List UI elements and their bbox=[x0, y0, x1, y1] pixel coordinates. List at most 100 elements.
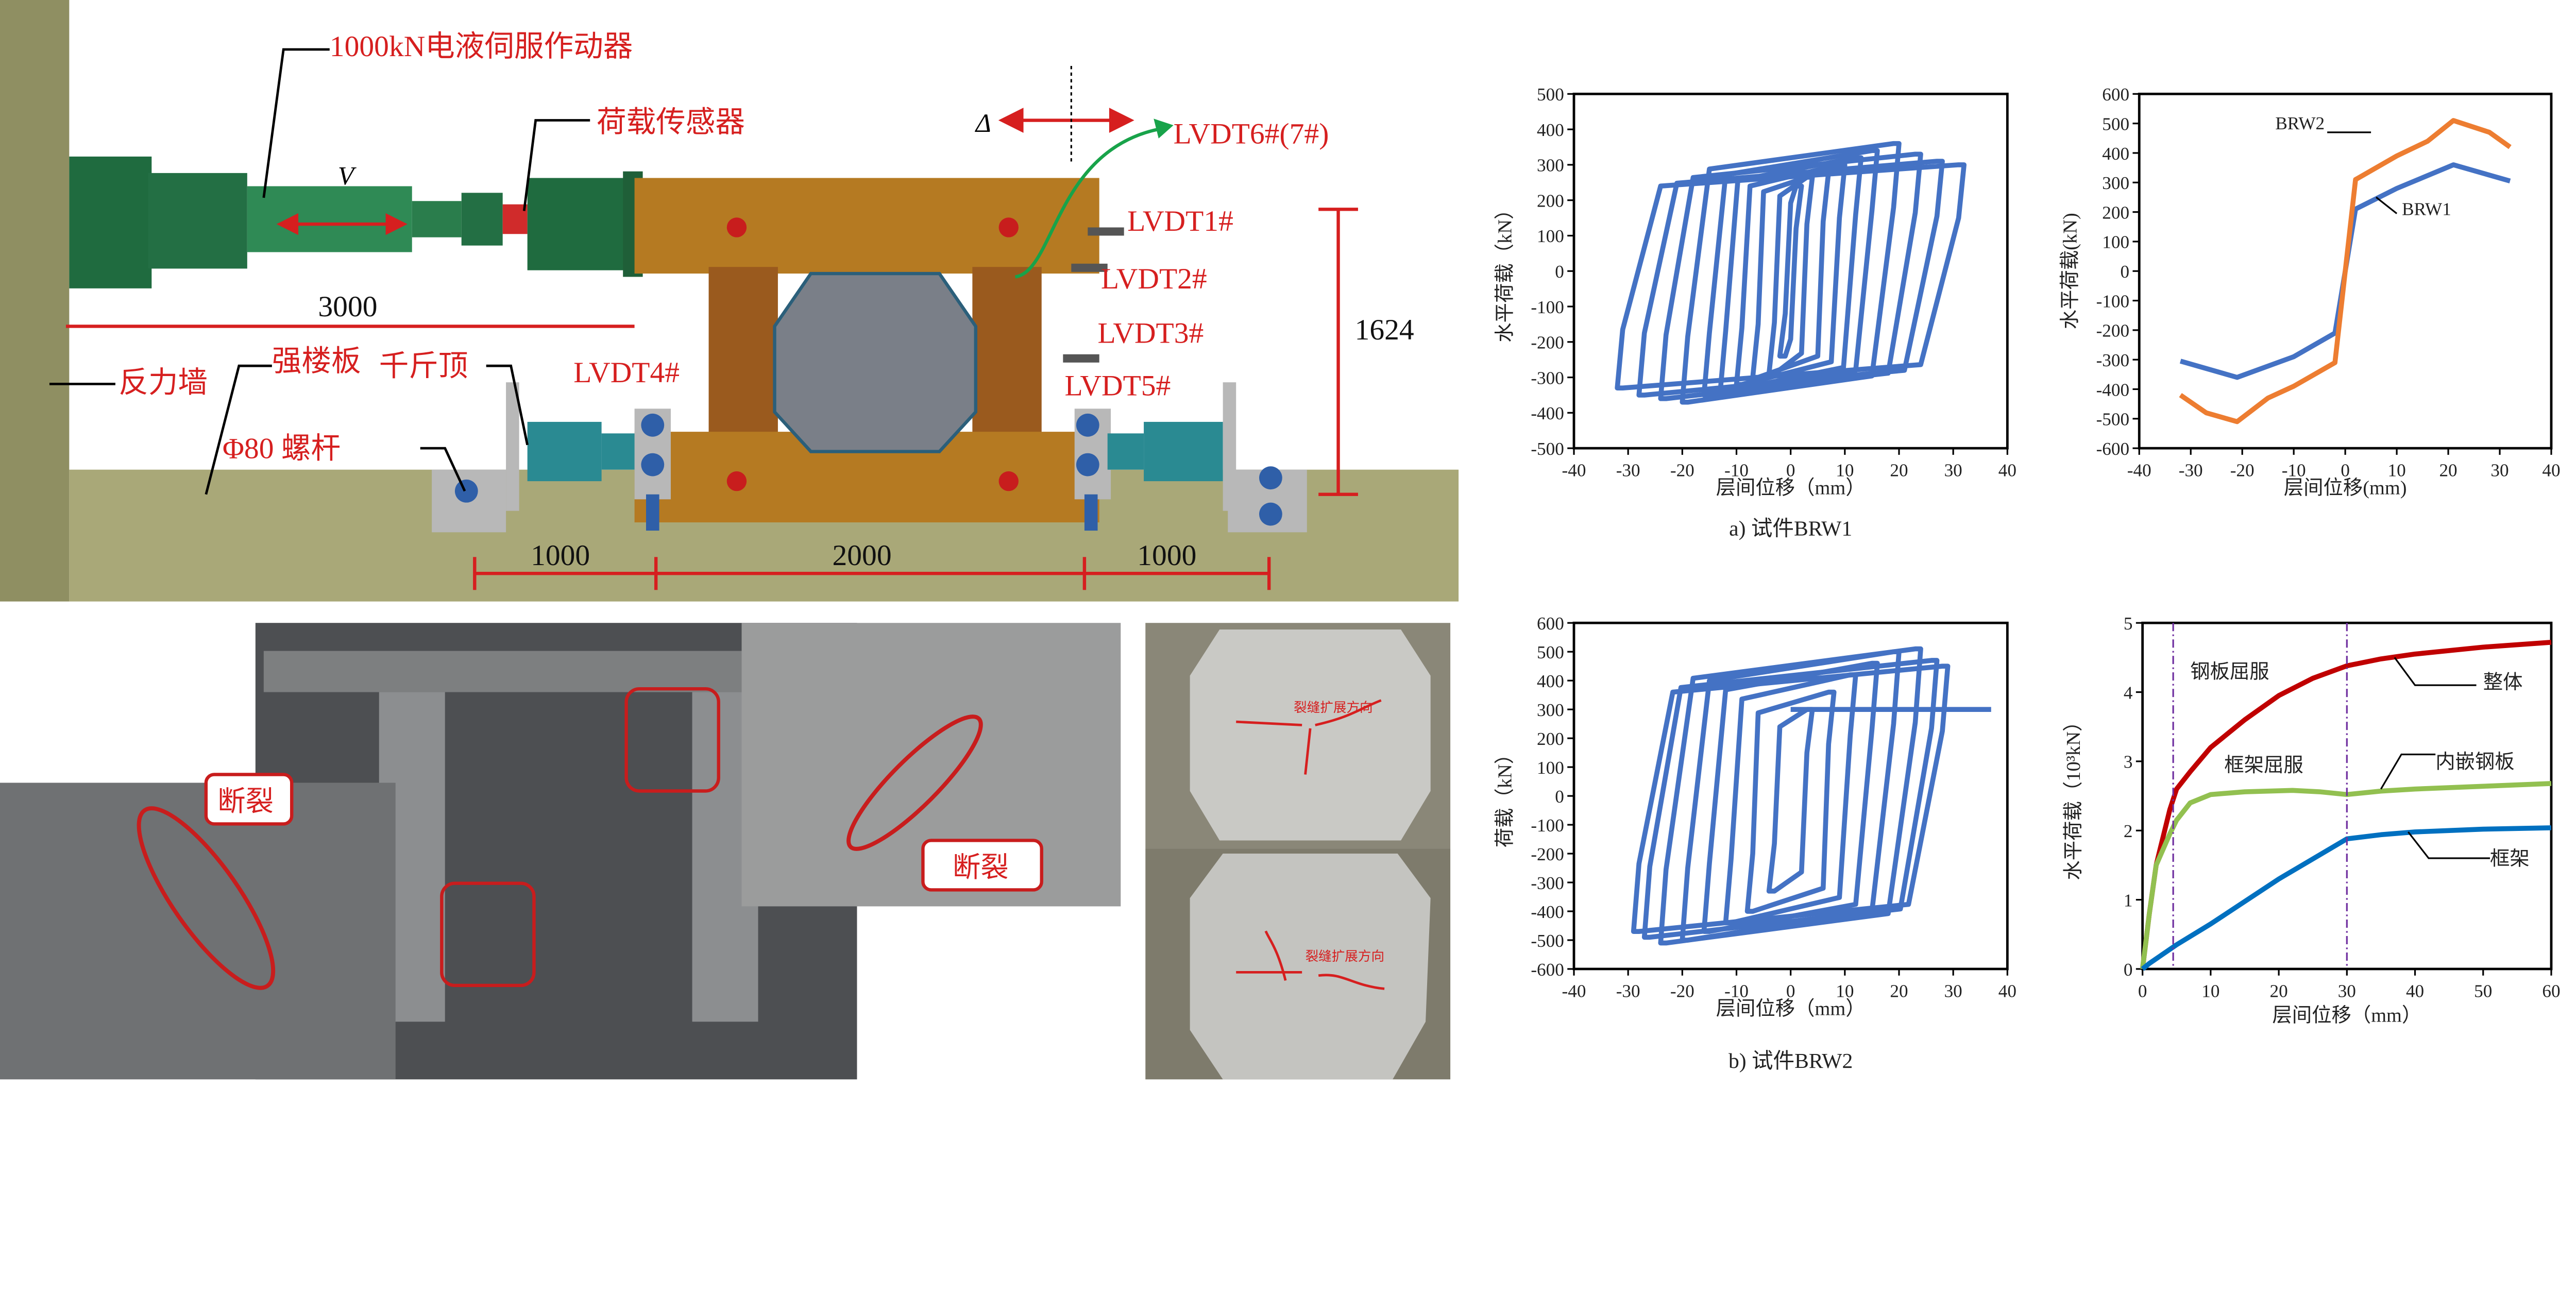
x-tick-label: 0 bbox=[2138, 981, 2147, 1001]
hysteresis-loop bbox=[1658, 646, 1923, 946]
lvdt1-sensor bbox=[1088, 227, 1124, 236]
y-tick-label: 500 bbox=[2102, 114, 2129, 134]
x-tick-label: -30 bbox=[1616, 981, 1640, 1001]
x-tick-label: 30 bbox=[2490, 460, 2509, 480]
y-tick-label: 600 bbox=[1537, 614, 1564, 634]
x-axis-label: 层间位移（mm） bbox=[1716, 477, 1866, 499]
x-tick-label: 10 bbox=[1836, 460, 1854, 480]
y-tick-label: -100 bbox=[2096, 291, 2129, 311]
x-tick-label: -10 bbox=[1724, 460, 1749, 480]
x-tick-label: 20 bbox=[2439, 460, 2457, 480]
series-line-0 bbox=[2140, 640, 2552, 969]
hysteresis-loop bbox=[1744, 689, 1837, 914]
lvdt2-label: LVDT2# bbox=[1101, 263, 1207, 295]
y-tick-label: 100 bbox=[1537, 758, 1564, 778]
x-tick-label: -30 bbox=[1616, 460, 1640, 480]
figure: 1000kN电液伺服作动器 荷载传感器 LVDT6#(7#) LVDT1# LV… bbox=[0, 0, 2561, 1080]
x-tick-label: 20 bbox=[2270, 981, 2288, 1001]
legend-label-brw2: BRW2 bbox=[2275, 113, 2325, 133]
crack-direction-label-2: 裂缝扩展方向 bbox=[1306, 949, 1384, 964]
y-tick-label: 600 bbox=[2102, 84, 2129, 105]
y-tick-label: 300 bbox=[1537, 700, 1564, 720]
strong-floor-label: 强楼板 bbox=[272, 345, 361, 378]
y-tick-label: -200 bbox=[2096, 321, 2129, 341]
y-tick-label: 5 bbox=[2124, 614, 2133, 634]
y-tick-label: 300 bbox=[1537, 156, 1564, 176]
x-tick-label: 0 bbox=[1786, 460, 1795, 480]
y-tick-label: -400 bbox=[1531, 902, 1564, 922]
legend-label-total: 整体 bbox=[2483, 672, 2523, 693]
x-tick-label: -20 bbox=[1670, 460, 1694, 480]
legend-leader bbox=[2408, 831, 2490, 859]
force-symbol: V bbox=[338, 161, 357, 191]
y-tick-label: 300 bbox=[2102, 173, 2129, 193]
legend-leader bbox=[2376, 196, 2398, 214]
hysteresis-loop bbox=[1631, 663, 1951, 934]
fracture-highlight-2 bbox=[846, 714, 983, 851]
legend-label-frame: 框架 bbox=[2490, 847, 2530, 870]
x-tick-label: 40 bbox=[1998, 981, 2016, 1001]
hysteresis-loop bbox=[1766, 707, 1815, 894]
y-tick-label: 400 bbox=[2102, 144, 2129, 164]
legend-label-brw1: BRW1 bbox=[2402, 199, 2451, 219]
x-tick-label: -10 bbox=[1724, 981, 1749, 1001]
x-tick-label: -10 bbox=[2282, 460, 2306, 480]
hysteresis-loop bbox=[1658, 151, 1923, 401]
series-line-1 bbox=[2140, 781, 2552, 969]
y-tick-label: -300 bbox=[1531, 368, 1564, 388]
y-tick-label: 1 bbox=[2124, 890, 2133, 910]
lvdt5-sensor bbox=[1063, 354, 1099, 363]
photo-corner-left bbox=[0, 782, 396, 1080]
x-tick-label: 0 bbox=[1786, 981, 1795, 1001]
infill-steel-plate bbox=[773, 271, 977, 453]
y-tick-label: 0 bbox=[1555, 787, 1564, 807]
x-tick-label: 60 bbox=[2542, 981, 2560, 1001]
actuator-label: 1000kN电液伺服作动器 bbox=[330, 30, 633, 63]
dim-left-label: 1000 bbox=[531, 539, 590, 572]
concrete-panel-photos: 裂缝扩展方向 裂缝扩展方向 bbox=[1145, 623, 1451, 1080]
x-tick-label: 10 bbox=[1836, 981, 1854, 1001]
y-tick-label: -200 bbox=[1531, 844, 1564, 864]
y-tick-label: -600 bbox=[1531, 960, 1564, 980]
y-tick-label: 500 bbox=[1537, 84, 1564, 105]
y-tick-label: -100 bbox=[1531, 815, 1564, 836]
y-tick-label: 0 bbox=[2124, 960, 2133, 980]
hysteresis-loop bbox=[1615, 162, 1967, 390]
x-tick-label: 20 bbox=[1890, 460, 1908, 480]
lvdt4-label: LVDT4# bbox=[573, 356, 680, 389]
x-tick-label: 40 bbox=[1998, 460, 2016, 480]
x-tick-label: 30 bbox=[1944, 981, 1962, 1001]
y-tick-label: -400 bbox=[1531, 403, 1564, 423]
dim-mid-label: 2000 bbox=[832, 539, 891, 572]
y-tick-label: 200 bbox=[2102, 202, 2129, 223]
annotation-plate-yield: 钢板屈服 bbox=[2190, 661, 2269, 683]
y-tick-label: -100 bbox=[1531, 297, 1564, 317]
x-tick-label: 50 bbox=[2474, 981, 2492, 1001]
x-axis-label: 层间位移（mm） bbox=[2272, 1004, 2421, 1026]
y-tick-label: 4 bbox=[2124, 683, 2133, 703]
hysteresis-loop bbox=[1680, 141, 1902, 405]
series-line-2 bbox=[2141, 825, 2552, 971]
x-tick-label: -30 bbox=[2179, 460, 2203, 480]
y-tick-label: 200 bbox=[1537, 191, 1564, 211]
crack-arrows-1 bbox=[1236, 699, 1382, 775]
y-tick-label: 0 bbox=[1555, 262, 1564, 282]
figure-container: 1000kN电液伺服作动器 荷载传感器 LVDT6#(7#) LVDT1# LV… bbox=[0, 0, 2561, 1080]
bolt-label: Φ80 螺杆 bbox=[223, 432, 341, 465]
disp-symbol: Δ bbox=[975, 109, 991, 138]
x-tick-label: 10 bbox=[2201, 981, 2219, 1001]
y-tick-label: 0 bbox=[2120, 262, 2129, 282]
y-tick-label: -500 bbox=[1531, 931, 1564, 951]
y-tick-label: 400 bbox=[1537, 120, 1564, 140]
x-tick-label: -20 bbox=[2230, 460, 2255, 480]
lvdt5-label: LVDT5# bbox=[1065, 370, 1171, 402]
hysteresis-loop bbox=[1636, 159, 1945, 398]
dim-right-label: 1000 bbox=[1137, 539, 1196, 572]
annotation-frame-yield: 框架屈服 bbox=[2224, 754, 2303, 776]
y-tick-label: 500 bbox=[1537, 642, 1564, 662]
x-tick-label: 0 bbox=[2341, 460, 2350, 480]
x-tick-label: -40 bbox=[1562, 981, 1586, 1001]
x-tick-label: 30 bbox=[2338, 981, 2356, 1001]
y-tick-label: 400 bbox=[1537, 671, 1564, 691]
